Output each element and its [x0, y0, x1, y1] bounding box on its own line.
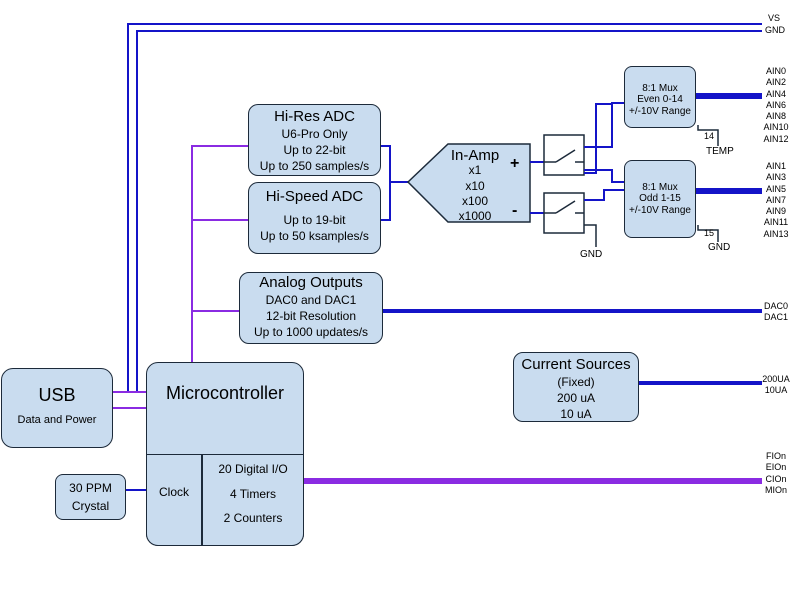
dio-label: MIOn — [764, 484, 787, 495]
dio-label: EIOn — [765, 462, 787, 473]
ain-label: AIN2 — [765, 77, 786, 88]
vs-label: VS — [768, 13, 781, 23]
timers-label: 4 Timers — [229, 487, 276, 501]
analog-outputs-line: DAC0 and DAC1 — [265, 293, 357, 307]
temp-label: TEMP — [706, 146, 734, 157]
ain-label: AIN12 — [763, 133, 789, 144]
analog-outputs-block: Analog Outputs DAC0 and DAC1 12-bit Reso… — [239, 272, 383, 344]
current-sources-line: (Fixed) — [557, 375, 595, 389]
usb-subtitle: Data and Power — [17, 414, 97, 426]
crystal-line1: 30 PPM — [69, 481, 112, 495]
mux-odd-block: 8:1 Mux Odd 1-15 +/-10V Range — [624, 160, 696, 238]
mux-even-line: Even 0-14 — [637, 94, 683, 106]
analog-outputs-line: 12-bit Resolution — [265, 309, 357, 323]
ain-label: AIN0 — [765, 66, 786, 76]
dac-label: DAC0 — [763, 301, 788, 311]
hires-adc-line: Up to 250 samples/s — [259, 159, 370, 173]
hires-to-amp — [381, 145, 408, 183]
mux-even-temp-wire — [697, 125, 719, 146]
hires-adc-line: U6-Pro Only — [281, 127, 348, 141]
switch-plus — [543, 134, 585, 176]
ain-label: AIN10 — [763, 122, 789, 133]
mux-even-pin: 14 — [704, 131, 715, 141]
inamp-shape — [406, 143, 531, 223]
inamp-gain: x1000 — [458, 209, 492, 223]
gnd-wire — [136, 30, 762, 392]
crystal-block: 30 PPM Crystal — [55, 474, 126, 520]
dac-label: DAC1 — [763, 312, 788, 323]
hispeed-adc-line: Up to 19-bit — [283, 213, 346, 227]
ain-odd-labels: AIN1 AIN3 AIN5 AIN7 AIN9 AIN11 AIN13 — [758, 161, 794, 240]
minus-to-odd-mux — [584, 189, 624, 201]
current-sources-title: Current Sources — [521, 356, 631, 373]
current-sources-line: 200 uA — [556, 391, 596, 405]
ain-label: AIN6 — [765, 99, 786, 110]
ain-label: AIN1 — [765, 161, 786, 171]
digital-io-block: 20 Digital I/O 4 Timers 2 Counters — [202, 454, 304, 546]
clock-block: Clock — [146, 454, 202, 546]
mux-even-block: 8:1 Mux Even 0-14 +/-10V Range — [624, 66, 696, 128]
plus-to-odd-mux — [584, 169, 624, 183]
ain-label: AIN8 — [765, 111, 786, 122]
analog-outputs-title: Analog Outputs — [259, 274, 363, 291]
mux-odd-pin: 15 — [704, 228, 715, 238]
switch-gnd-label: GND — [580, 249, 603, 260]
ain-label: AIN5 — [765, 183, 786, 194]
counters-label: 2 Counters — [223, 511, 283, 525]
hispeed-adc-line: Up to 50 ksamples/s — [260, 229, 369, 243]
ain-label: AIN9 — [765, 206, 786, 217]
inamp-minus: - — [512, 202, 518, 219]
ain-label: AIN3 — [765, 172, 786, 183]
inamp-gain: x10 — [465, 179, 485, 193]
mux-even-line: +/-10V Range — [629, 105, 691, 117]
ain-label: AIN4 — [765, 88, 786, 99]
mux-odd-gnd-wire — [697, 225, 719, 242]
clock-label: Clock — [158, 485, 189, 499]
ain-even-labels: AIN0 AIN2 AIN4 AIN6 AIN8 AIN10 AIN12 — [758, 66, 794, 145]
hires-adc-title: Hi-Res ADC — [274, 108, 355, 125]
hires-adc-line: Up to 22-bit — [283, 143, 346, 157]
current-labels: 200UA 10UA — [758, 374, 794, 397]
ain-label: AIN13 — [763, 228, 789, 239]
hires-adc-block: Hi-Res ADC U6-Pro Only Up to 22-bit Up t… — [248, 104, 381, 176]
current-label: 200UA — [762, 374, 790, 384]
inamp-gain: x100 — [461, 194, 489, 208]
current-label: 10UA — [764, 385, 788, 396]
microcontroller-title: Microcontroller — [165, 383, 285, 403]
crystal-line2: Crystal — [71, 499, 110, 513]
hispeed-adc-block: Hi-Speed ADC Up to 19-bit Up to 50 ksamp… — [248, 182, 381, 254]
mux-odd-line: +/-10V Range — [629, 204, 691, 216]
switch-gnd-wire — [584, 224, 597, 247]
dio-label: FIOn — [765, 451, 786, 461]
inamp-plus: + — [510, 155, 520, 172]
dio-label: CIOn — [765, 473, 787, 484]
analog-outputs-line: Up to 1000 updates/s — [253, 325, 369, 339]
mux-even-line: 8:1 Mux — [642, 83, 678, 94]
micro-bus — [191, 145, 248, 362]
dio-labels: FIOn EIOn CIOn MIOn — [758, 451, 794, 496]
ain-label: AIN11 — [763, 217, 789, 228]
dac-labels: DAC0 DAC1 — [758, 301, 794, 324]
hispeed-adc-title: Hi-Speed ADC — [265, 188, 364, 205]
current-sources-line: 10 uA — [560, 407, 592, 421]
gnd-label: GND — [765, 25, 785, 35]
mux-odd-gnd-label: GND — [708, 242, 731, 253]
usb-title: USB — [38, 385, 76, 405]
inamp-gain: x1 — [468, 163, 482, 177]
usb-block: USB Data and Power — [1, 368, 113, 448]
mux-odd-line: 8:1 Mux — [642, 182, 678, 193]
current-sources-block: Current Sources (Fixed) 200 uA 10 uA — [513, 352, 639, 422]
hispeed-to-amp — [381, 182, 391, 221]
ain-label: AIN7 — [765, 194, 786, 205]
minus-to-even-mux — [584, 103, 612, 174]
inamp-title: In-Amp — [450, 147, 500, 164]
plus-to-even-mux — [584, 102, 624, 148]
vs-wire — [127, 23, 762, 392]
mux-odd-line: Odd 1-15 — [639, 193, 681, 205]
digital-io-label: 20 Digital I/O — [218, 462, 288, 476]
